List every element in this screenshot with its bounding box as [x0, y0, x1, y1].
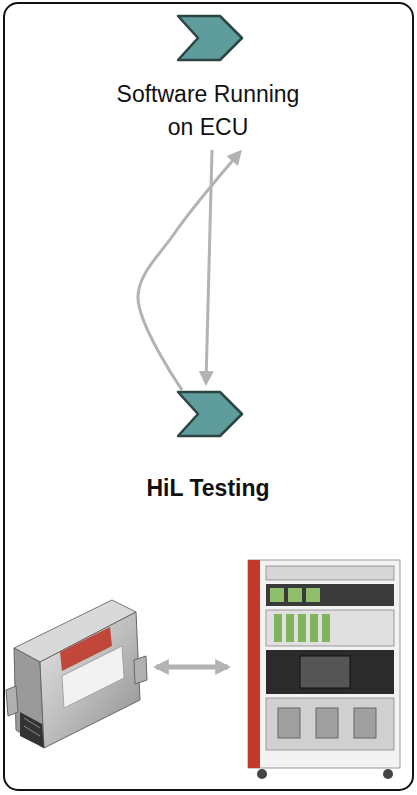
chevron-step: Software Running on ECU — [101, 10, 315, 144]
chevron-outline — [178, 392, 242, 436]
chevron-step: HiL Testing — [101, 386, 315, 505]
ecu-picture — [6, 600, 147, 748]
hil-rack-picture — [248, 560, 400, 779]
outer-frame — [4, 3, 413, 790]
chevron-shape — [168, 386, 248, 442]
chevron-shape — [168, 10, 248, 66]
flow-arrow — [138, 152, 240, 390]
step-label: HiL Testing — [101, 472, 315, 505]
exchange-arrow — [156, 665, 228, 670]
chevron-outline — [178, 16, 242, 60]
step-label: Software Running on ECU — [101, 78, 315, 144]
